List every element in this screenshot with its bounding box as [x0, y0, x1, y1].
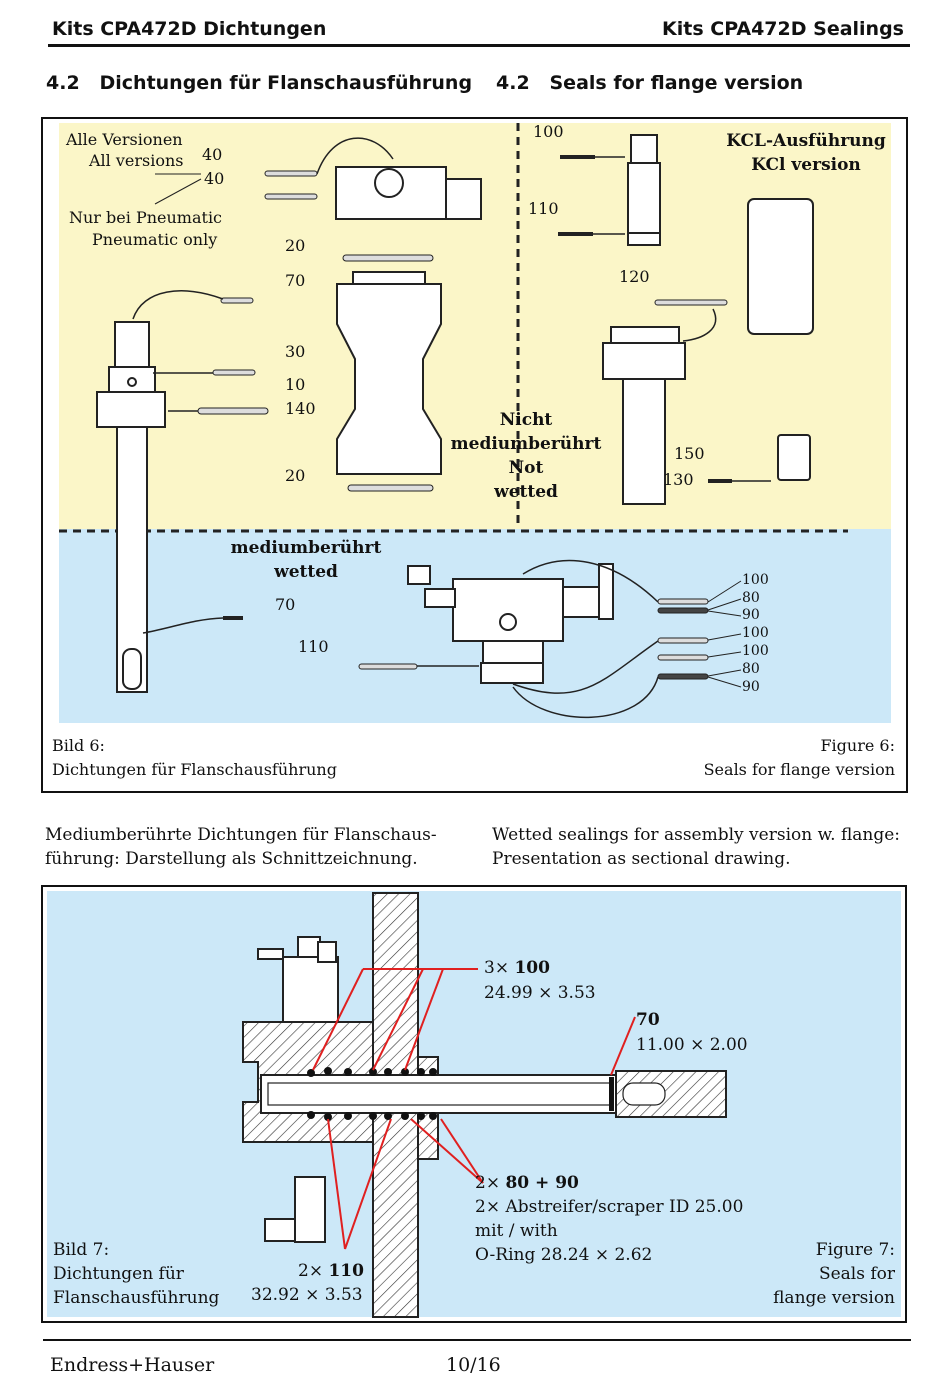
label-kcl-de: KCL-Ausführung [726, 131, 886, 151]
label-pneumatic-de: Nur bei Pneumatic [69, 208, 223, 227]
oring-30 [212, 369, 256, 376]
num-20a: 20 [285, 236, 306, 255]
oring-100a [560, 155, 595, 159]
oring-20b [347, 484, 434, 492]
num-r100b: 100 [742, 625, 769, 641]
figure-6-caption-de-1: Bild 6: [52, 736, 105, 755]
body-text-en-1: Wetted sealings for assembly version w. … [492, 825, 901, 845]
num-r80a: 80 [742, 590, 760, 606]
section-title-de: 4.2 Dichtungen für Flanschausführung [46, 72, 473, 94]
num-110a: 110 [528, 199, 559, 218]
callout-70-num: 70 [636, 1010, 660, 1030]
num-150: 150 [674, 444, 705, 463]
callout-110-dim: 32.92 × 3.53 [251, 1285, 363, 1305]
wetted-assembly [407, 563, 614, 684]
callout-8090-prefix: 2× [475, 1173, 506, 1193]
callout-8090-num: 80 + 90 [505, 1173, 579, 1193]
figure-7-frame [41, 885, 907, 1323]
num-120: 120 [619, 267, 650, 286]
body-text-de-1: Mediumberührte Dichtungen für Flanschaus… [45, 825, 437, 845]
figure-6-caption-de-2: Dichtungen für Flanschausführung [52, 760, 337, 779]
num-r100c: 100 [742, 643, 769, 659]
callout-100-num: 100 [514, 958, 550, 978]
figure-7-caption-en-2: Seals for [818, 1264, 895, 1284]
valves [257, 936, 339, 1243]
page-number: 10/16 [446, 1354, 501, 1376]
num-r90b: 90 [742, 679, 760, 695]
oring-110a [558, 232, 593, 236]
body-text-de-2: führung: Darstellung als Schnittzeichnun… [45, 849, 418, 869]
figure-6-caption-en-1: Figure 6: [820, 736, 895, 755]
oring-40a [264, 170, 318, 177]
label-all-versions-de: Alle Versionen [66, 130, 183, 149]
callout-110-prefix: 2× [298, 1261, 329, 1281]
label-not-wetted-3: Not [508, 458, 544, 478]
figure-7-drawing [47, 891, 901, 1318]
sectional-orings [307, 1067, 614, 1121]
oring-130-150 [708, 479, 732, 483]
label-not-wetted-2: mediumberührt [450, 434, 602, 454]
footer-rule [43, 1339, 911, 1341]
num-110b: 110 [298, 637, 329, 656]
figure-7-caption-de-3: Flanschausführung [53, 1288, 220, 1308]
num-70b: 70 [275, 595, 296, 614]
section-title-en: 4.2 Seals for flange version [496, 72, 804, 94]
body-text-en-2: Presentation as sectional drawing. [492, 849, 791, 869]
oring-70a [220, 297, 254, 304]
label-kcl-en: KCl version [751, 155, 861, 175]
label-not-wetted-1: Nicht [499, 410, 553, 430]
callout-110-num: 110 [328, 1261, 364, 1281]
oring-120 [654, 299, 728, 306]
oring-70b [223, 616, 243, 620]
num-40a: 40 [202, 145, 223, 164]
header-left-title: Kits CPA472D Dichtungen [52, 18, 327, 40]
label-wetted-en: wetted [274, 562, 338, 582]
num-100a: 100 [533, 122, 564, 141]
label-pneumatic-en: Pneumatic only [92, 230, 218, 249]
num-r80b: 80 [742, 661, 760, 677]
callout-100-prefix: 3× [484, 958, 515, 978]
label-not-wetted-4: wetted [494, 482, 558, 502]
num-r90a: 90 [742, 607, 760, 623]
callout-110: 2× 110 [298, 1261, 364, 1281]
oring-40b [264, 193, 318, 200]
figure-7-caption-en-3: flange version [773, 1288, 895, 1308]
body-middle [336, 283, 442, 475]
figure-6-frame [41, 117, 908, 793]
footer-brand: Endress+Hauser [50, 1354, 215, 1376]
callout-8090-line2: 2× Abstreifer/scraper ID 25.00 [475, 1197, 744, 1217]
kcl-parts [602, 134, 814, 505]
figure-6-caption-en-2: Seals for flange version [703, 760, 895, 779]
label-wetted-de: mediumberührt [230, 538, 382, 558]
callout-100-dim: 24.99 × 3.53 [484, 983, 596, 1003]
oring-10-140 [197, 407, 269, 415]
arrow-40 [316, 137, 394, 175]
oring-110b [358, 663, 418, 670]
callout-8090: 2× 80 + 90 [475, 1173, 579, 1193]
label-all-versions-en: All versions [89, 151, 184, 170]
num-130: 130 [663, 470, 694, 489]
oring-20a [342, 254, 434, 262]
figure-6-drawing [59, 123, 891, 723]
callout-lines [312, 968, 636, 1250]
callout-100: 3× 100 [484, 958, 550, 978]
num-70a: 70 [285, 271, 306, 290]
header-right-title: Kits CPA472D Sealings [662, 18, 904, 40]
figure-7-caption-de-2: Dichtungen für [53, 1264, 184, 1284]
callout-70-dim: 11.00 × 2.00 [636, 1035, 748, 1055]
figure-7-caption-en-1: Figure 7: [815, 1240, 895, 1260]
probe-left [96, 321, 166, 693]
num-r100a: 100 [742, 572, 769, 588]
header-rule [48, 44, 910, 47]
num-20b: 20 [285, 466, 306, 485]
num-10: 10 [285, 375, 306, 394]
callout-8090-line4: O-Ring 28.24 × 2.62 [475, 1245, 653, 1265]
num-30: 30 [285, 342, 306, 361]
housing-top [335, 166, 482, 220]
callout-8090-line3: mit / with [475, 1221, 558, 1241]
num-140: 140 [285, 399, 316, 418]
num-40b: 40 [204, 169, 225, 188]
figure-7-caption-de-1: Bild 7: [53, 1240, 110, 1260]
